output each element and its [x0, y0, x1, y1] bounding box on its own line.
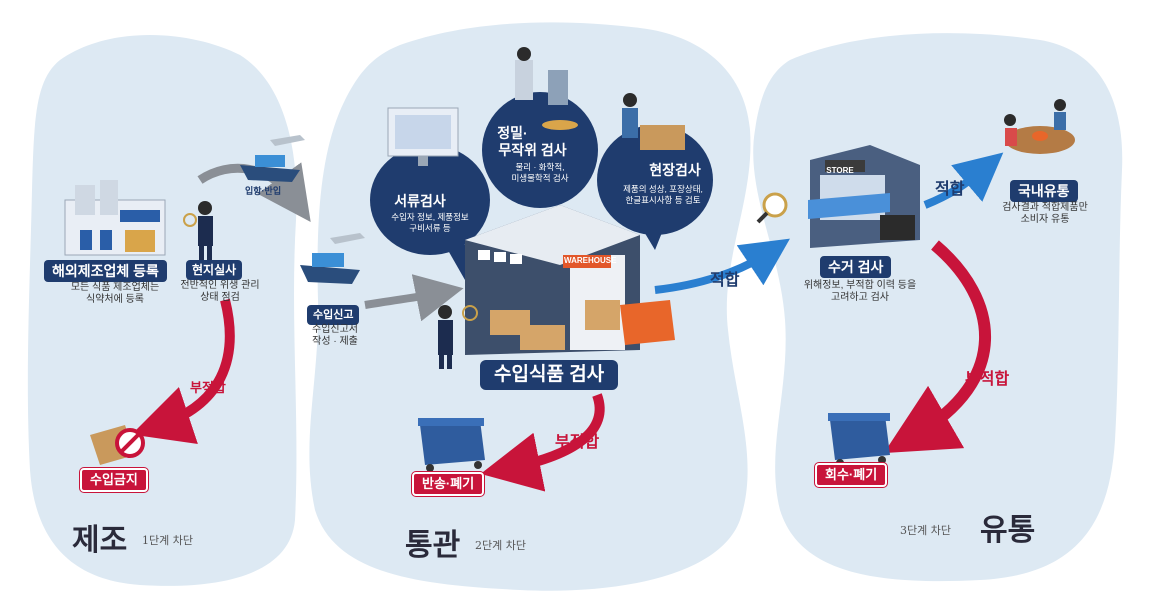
collect-check-desc-2: 고려하고 검사: [831, 292, 889, 303]
doc-check-desc-2: 구비서류 등: [409, 223, 451, 233]
field-check-bubble: [597, 125, 713, 235]
warehouse-inspector-icon: [438, 305, 478, 369]
stage1-blob: [27, 35, 297, 586]
store-icon: [808, 145, 920, 248]
stage2-title: 통관: [405, 528, 461, 563]
stage3-subtitle: 3단계 차단: [900, 524, 951, 537]
import-declare-desc-2: 작성 · 제출: [312, 336, 358, 347]
blue-arrow-pass1: [654, 238, 790, 294]
collect-check-desc-1: 위해정보, 부적합 이력 등을: [803, 280, 917, 291]
dumpster-icon: [418, 418, 485, 472]
gray-arrow-declare: [364, 274, 464, 322]
fail-label-1: 부적합: [190, 380, 226, 395]
warehouse-icon: [465, 205, 675, 355]
precise-check-title-2: 무작위 검사: [498, 142, 567, 158]
import-food-check-label: 수입식품 검사: [480, 360, 619, 390]
stage3-title: 유통: [980, 513, 1036, 548]
collect-check-label: 수거 검사: [820, 256, 892, 278]
banned-box-icon: [90, 425, 145, 465]
red-arrow-fail3: [883, 240, 992, 454]
computer-icon: [387, 107, 459, 166]
red-arrow-fail2: [480, 393, 605, 492]
import-declare-label: 수입신고: [307, 305, 360, 325]
doc-check-title: 서류검사: [394, 193, 446, 209]
site-inspection-desc-2: 상태 점검: [200, 292, 240, 303]
factory-icon: [64, 180, 166, 256]
field-check-desc-1: 제품의 성상, 포장상태,: [623, 184, 703, 194]
precise-check-desc-1: 물리 · 화학적,: [515, 162, 565, 172]
restaurant-icon: [1004, 99, 1075, 154]
import-declare-desc-1: 수입신고서: [312, 324, 358, 335]
domestic-distribution-desc-1: 검사결과 적합제품만: [1002, 202, 1088, 213]
doc-check-bubble: [370, 145, 490, 255]
field-check-desc-2: 한글표시사항 등 검토: [625, 195, 701, 205]
overseas-registration-desc-1: 모든 식품 제조업체는: [70, 282, 160, 293]
site-inspection-desc-1: 전반적인 위생 관리: [180, 280, 260, 291]
domestic-distribution-desc-2: 소비자 유통: [1020, 214, 1070, 225]
return-dispose-label: 반송·폐기: [412, 472, 485, 496]
fail-label-3: 부적합: [965, 371, 1010, 388]
fail-label-2: 부적합: [555, 434, 600, 451]
site-inspection-label: 현지실사: [186, 260, 243, 280]
recall-dispose-label: 회수·폐기: [815, 463, 888, 487]
stage1-subtitle: 1단계 차단: [142, 534, 193, 547]
doc-check-desc-1: 수입자 정보, 제품정보: [391, 212, 469, 222]
field-worker-icon: [622, 93, 685, 150]
domestic-distribution-label: 국내유통: [1010, 180, 1078, 202]
store-sign: STORE: [826, 166, 854, 175]
ship-plane-icon: [240, 135, 305, 182]
stage2-subtitle: 2단계 차단: [475, 539, 526, 552]
overseas-registration-label: 해외제조업체 등록: [44, 260, 167, 282]
import-entry-label: 입항·반입: [245, 186, 282, 196]
magnifier-icon: [756, 192, 788, 224]
ship-plane-icon-2: [300, 233, 365, 284]
blue-arrow-pass2: [923, 152, 1004, 209]
precise-check-title-1: 정밀·: [497, 125, 528, 141]
overseas-registration-desc-2: 식약처에 등록: [86, 294, 144, 305]
red-arrow-fail1: [131, 298, 235, 444]
import-ban-label: 수입금지: [80, 468, 148, 492]
scientist-icon: [515, 47, 578, 130]
pass-label-1: 적합: [710, 272, 740, 289]
stage3-blob: [753, 33, 1123, 582]
warehouse-sign: WAREHOUSE: [564, 256, 617, 265]
pass-label-2: 적합: [935, 181, 965, 198]
inspector-figure-icon: [183, 201, 213, 260]
dumpster-icon-2: [828, 413, 890, 467]
field-check-title: 현장검사: [649, 162, 701, 178]
precise-check-desc-2: 미생물학적 검사: [511, 173, 569, 183]
stage1-title: 제조: [72, 523, 128, 558]
